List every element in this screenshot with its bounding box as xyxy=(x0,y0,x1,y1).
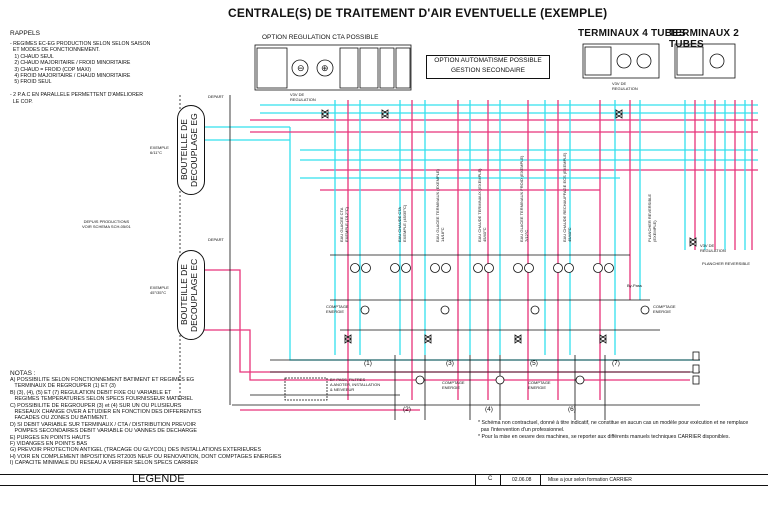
note-line-0: A) POSSIBILITE SELON FONCTIONNEMENT BATI… xyxy=(10,377,195,383)
vdv-label-cta: V3V DE REGULATION xyxy=(290,92,316,102)
meter-icons xyxy=(360,305,650,385)
legend-desc: Mise a jour selon formation CARRIER xyxy=(548,477,632,483)
circuit-label-5: EAU GLACEE TERMINAUX FROID (EXEMPLE) 7/1… xyxy=(519,155,529,242)
circuit-number-3: (3) xyxy=(446,360,454,367)
circuit-number-1: (1) xyxy=(364,360,372,367)
legend-strip: LEGENDE C 02.06.08 Mise a jour selon for… xyxy=(0,473,768,486)
depart-label-top: DEPART xyxy=(208,94,224,99)
comptage-1: COMPTAGE ENERGIE xyxy=(326,304,349,314)
bottle-eg-example: EXEMPLE 6/11°C xyxy=(150,145,169,155)
footnote-line-2: * Pour la mise en oeuvre des machines, s… xyxy=(478,434,730,440)
cap-icon xyxy=(692,375,700,385)
note-line-13: I) CAPACITE MINIMALE DU RESEAU A VERIFIE… xyxy=(10,460,199,467)
legend-date: 02.06.08 xyxy=(512,477,532,483)
footnote-line-1: pas l'intervention d'un professionnel. xyxy=(478,427,565,433)
comptage-2: COMPTAGE ENERGIE xyxy=(653,304,676,314)
note-line-8: POMPES SECONDAIRES DEBIT VARIABLE OU VAN… xyxy=(10,428,197,435)
circuit-number-6: (6) xyxy=(568,406,576,413)
terminal-4-pipe xyxy=(582,43,660,79)
circuit-number-2: (2) xyxy=(403,406,411,413)
note-line-2: B) (3), (4), (5) ET (7) REGULATION DEBIT… xyxy=(10,389,172,396)
circuit-label-1: EAU GLACEE CTA EXEMPLE (7/12°C) xyxy=(339,207,349,242)
note-line-4: C) POSSIBILITE DE REGROUPER (3) et (4) S… xyxy=(10,402,182,409)
bypass-label: By-Pass xyxy=(627,283,642,288)
rappels-block: RAPPELS - REGIMES EC-EG PRODUCTION SELON… xyxy=(10,30,210,105)
note-line-5: RESEAUX CHANGE OVER A ETUDIER EN FONCTIO… xyxy=(10,409,202,416)
rappels-lines: - REGIMES EC-EG PRODUCTION SELON SELON S… xyxy=(10,41,210,105)
bottle-ec-example: EXEMPLE 45°/35°C xyxy=(150,285,169,295)
rappels-line-6: 5) FROID SEUL xyxy=(10,79,52,86)
cta-option-label: OPTION REGULATION CTA POSSIBLE xyxy=(262,34,379,41)
cold-risers xyxy=(334,100,746,355)
notes-heading: NOTAS : xyxy=(10,370,36,377)
notes-lines: A) POSSIBILITE SELON FONCTIONNEMENT BATI… xyxy=(10,377,330,467)
rappels-line-4: 3) CHAUD = FROID (COP MAXI) xyxy=(10,66,92,73)
note-line-9: E) PURGES EN POINTS HAUTS xyxy=(10,434,90,441)
production-label: DEPUIS PRODUCTIONS VOIR SCHEMA SCH-05/01 xyxy=(82,219,131,229)
hot-risers xyxy=(347,100,753,400)
vdv-label-term: V3V DE REGULATION xyxy=(612,81,638,91)
svg-text:⊖: ⊖ xyxy=(297,63,305,73)
filter-label: BY PASS, FILTRES A ANOTER, INSTALLATION … xyxy=(330,377,381,392)
terminals-4-label: TERMINAUX 4 TUBES xyxy=(578,28,686,39)
automation-line-2: GESTION SECONDAIRE xyxy=(450,67,526,74)
automation-line-1: OPTION AUTOMATISME POSSIBLE xyxy=(434,57,542,64)
cap-icon xyxy=(692,364,700,374)
valve-icons xyxy=(321,109,697,344)
filter-box xyxy=(284,377,328,401)
rappels-line-3: 2) CHAUD MAJORITAIRE / FROID MINORITAIRE xyxy=(10,60,131,67)
hot-header xyxy=(200,119,758,411)
rappels-line-8: - 2 P.A.C EN PARALLELE PERMETTENT D'AMEL… xyxy=(10,92,144,99)
circuit-number-5: (5) xyxy=(530,360,538,367)
circuit-label-4: EAU CHAUDE TERMINAUX (EXEMPLE) 45/40°C xyxy=(477,168,487,243)
comptage-4: COMPTAGE ENERGIE xyxy=(528,380,551,390)
footnote-line-0: * Schéma non contractuel, donné à titre … xyxy=(478,420,749,426)
note-line-11: G) PREVOIR PROTECTION ANTIGEL (TRACAGE O… xyxy=(10,447,262,454)
circuit-number-4: (4) xyxy=(485,406,493,413)
vdv-label-floor: V3V DE REGULATION xyxy=(700,243,726,253)
notes-block: NOTAS : A) POSSIBILITE SELON FONCTIONNEM… xyxy=(10,370,330,467)
cta-unit: ⊖ ⊕ xyxy=(254,44,412,91)
cap-icon xyxy=(692,351,700,361)
note-line-12: H) VOIR EN COMPLEMENT IMPOSITIONS RT2005… xyxy=(10,453,282,460)
rappels-line-9: LE COP. xyxy=(10,98,33,105)
terminals-2-label: TERMINAUX 2 TUBES xyxy=(669,28,739,50)
note-line-7: D) SI DEBIT VARIABLE SUR TERMINAUX / CTA… xyxy=(10,421,196,428)
circuit-number-7: (7) xyxy=(612,360,620,367)
circuit-label-6: EAU CHAUDE RECHAUFFAGE ECS (EXEMPLE) 45/… xyxy=(562,152,572,242)
circuit-label-7: PLANCHER REVERSIBLE (EXEMPLE) xyxy=(647,193,657,242)
legend-label: LEGENDE xyxy=(132,473,185,485)
footnotes: * Schéma non contractuel, donné à titre … xyxy=(478,420,763,441)
pump-icons xyxy=(350,263,614,273)
rappels-heading: RAPPELS xyxy=(10,30,40,37)
black-circuits xyxy=(229,95,700,420)
circuit-label-2: EAU CHAUDE CTA EXEMPLE (45/35°C) xyxy=(397,204,407,242)
depart-label-bottom: DEPART xyxy=(208,237,224,242)
rappels-line-1: ET MODES DE FONCTIONNEMENT. xyxy=(10,47,100,54)
svg-text:⊕: ⊕ xyxy=(321,63,329,73)
note-line-3: REGIMES TEMPERATURES SELON SPECS FOURNIS… xyxy=(10,396,194,403)
terminal-2-pipe xyxy=(674,43,736,79)
circuit-label-3: EAU GLACEE TERMINAUX (EXEMPLE) 14/18°C xyxy=(435,169,445,242)
rappels-line-0: - REGIMES EC-EG PRODUCTION SELON SELON S… xyxy=(10,41,151,47)
plancher-label: PLANCHER REVERSIBLE xyxy=(702,261,751,266)
note-line-1: TERMINAUX DE REGROUPER (1) ET (3) xyxy=(10,383,116,390)
rappels-line-2: 1) CHAUD SEUL xyxy=(10,53,54,60)
note-line-10: F) VIDANGES EN POINTS BAS xyxy=(10,441,88,448)
page-title: CENTRALE(S) DE TRAITEMENT D'AIR EVENTUEL… xyxy=(228,6,608,20)
note-line-6: FACADES OU ZONES DU BATIMENT. xyxy=(10,415,108,422)
rappels-line-5: 4) FROID MAJORITAIRE / CHAUD MINORITAIRE xyxy=(10,73,131,80)
legend-rev: C xyxy=(488,476,493,482)
automation-box: OPTION AUTOMATISME POSSIBLE GESTION SECO… xyxy=(426,55,550,79)
comptage-3: COMPTAGE ENERGIE xyxy=(442,380,465,390)
